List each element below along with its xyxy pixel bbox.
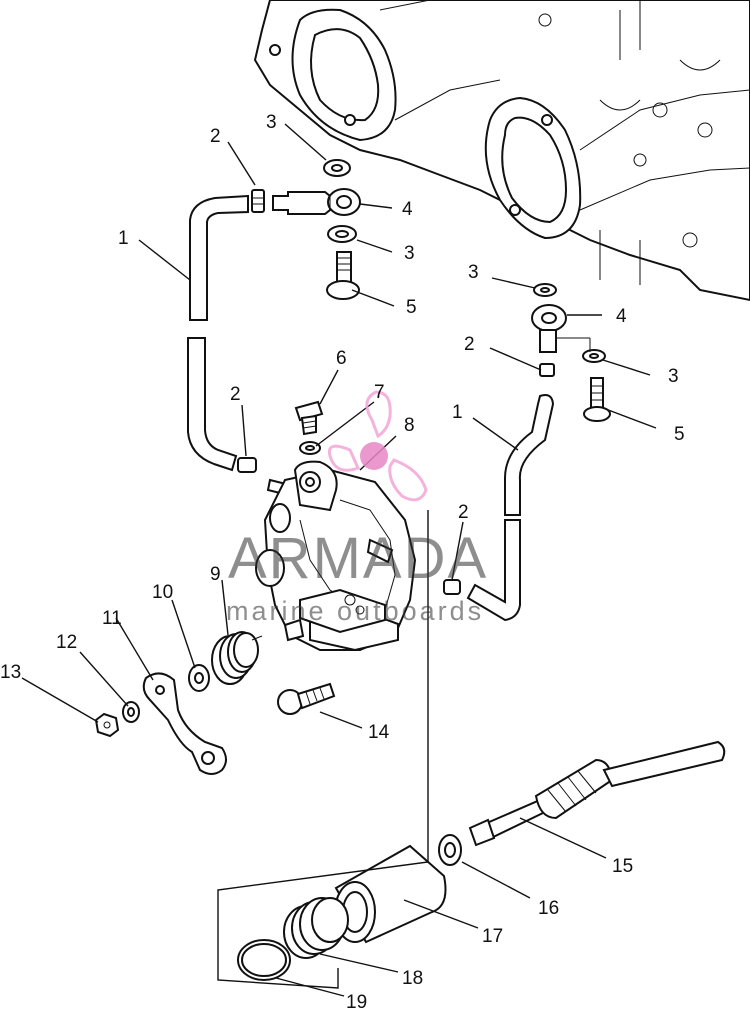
label-part-8: 8 [404,415,415,436]
watermark: ARMADA marine outboards [226,526,488,626]
label-part-3-right: 3 [668,366,679,387]
pump-lever [142,672,227,775]
leader-lines [21,123,657,997]
label-part-11: 11 [102,608,122,629]
mounting-screw [277,682,336,715]
label-part-6: 6 [336,348,347,369]
pump-washer [188,664,210,692]
hose-clip-top [251,189,265,213]
watermark-brand: ARMADA [228,526,488,591]
lever-nut [94,712,120,738]
label-part-16: 16 [538,898,559,919]
retaining-ring [237,939,291,981]
shaft-sleeve [334,844,447,944]
label-part-13: 13 [0,662,21,683]
hose-clip-left-mid [237,457,288,496]
watermark-tagline: marine outboards [226,596,484,626]
label-part-10: 10 [152,582,173,603]
label-part-15: 15 [612,856,633,877]
label-part-1-right: 1 [452,402,463,423]
washers-top [323,159,357,243]
label-part-3-top: 3 [266,112,277,133]
label-part-4-right: 4 [616,306,627,327]
label-part-3-mid: 3 [404,243,415,264]
drive-shaft-gear [468,740,726,847]
label-part-17: 17 [482,926,503,947]
fuel-hose-left [187,194,249,472]
label-part-2-left-mid: 2 [230,384,241,405]
label-part-7: 7 [374,382,385,403]
label-part-1-left: 1 [118,228,129,249]
label-part-5-top: 5 [406,297,417,318]
label-part-9: 9 [210,564,221,585]
label-part-18: 18 [402,968,423,989]
label-part-14: 14 [368,722,390,743]
part-labels: 1 2 3 4 3 5 6 7 8 2 3 4 2 3 1 5 2 9 10 1… [0,112,685,1010]
union-bolt-right [583,377,611,422]
label-part-5-right: 5 [674,424,685,445]
hose-clip-right-top [539,363,555,377]
washers-right [533,283,606,363]
label-part-19: 19 [346,992,367,1010]
union-fitting-right [531,304,591,353]
exploded-view-bracket [217,510,429,989]
pump-spring [211,631,263,685]
label-part-2-top: 2 [210,126,221,147]
fuel-pump-body [255,460,417,652]
label-part-4-top: 4 [402,199,413,220]
armada-logo-icon [327,390,428,502]
union-fitting-top [272,188,361,216]
lever-washer [122,701,140,723]
pump-screw [294,400,324,455]
engine-block [253,0,750,302]
label-part-2-right-mid: 2 [458,502,469,523]
shaft-washer [438,834,462,866]
label-part-2-right-top: 2 [464,334,475,355]
union-bolt-top [326,251,360,300]
label-part-12: 12 [56,632,77,653]
label-part-3-right-top: 3 [468,262,479,283]
sleeve-spring [283,897,349,959]
